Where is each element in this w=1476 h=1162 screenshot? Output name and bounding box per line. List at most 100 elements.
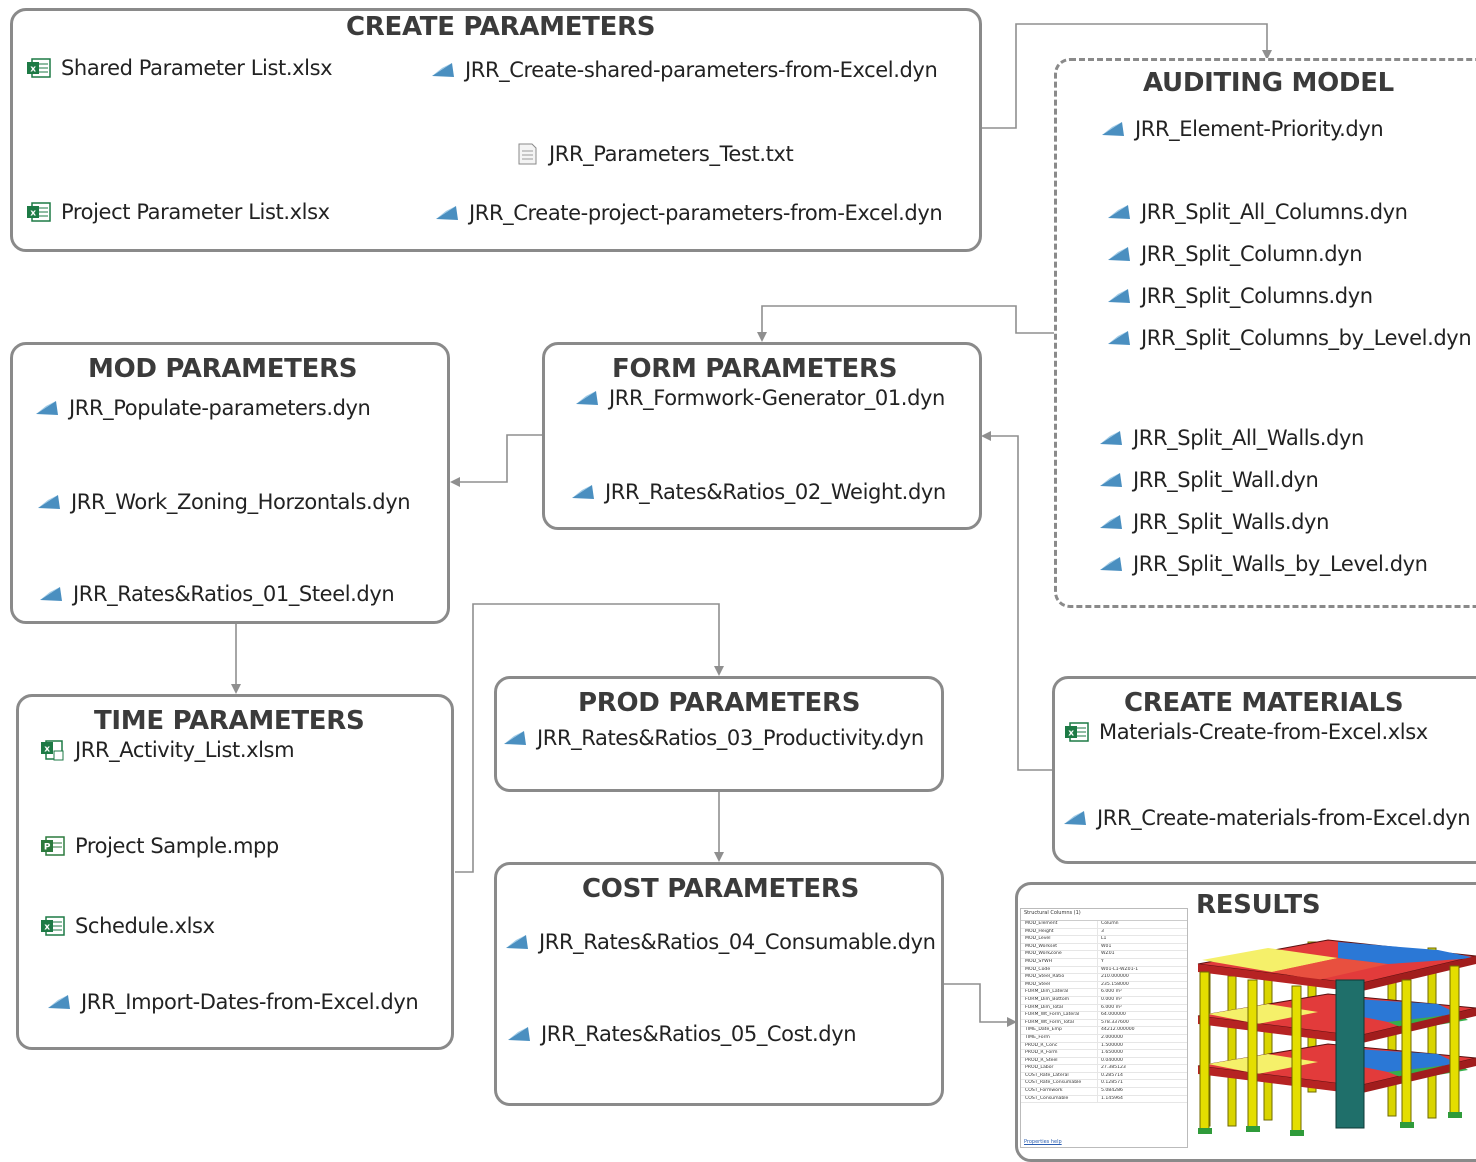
file-work-zoning-horzontals-dyn[interactable]: JRR_Work_Zoning_Horzontals.dyn <box>36 490 411 514</box>
property-value: 1.145964 <box>1101 1095 1123 1101</box>
file-label: JRR_Parameters_Test.txt <box>549 142 794 166</box>
svg-text:x: x <box>30 65 36 75</box>
property-name: FORM_Wt_Form_Total <box>1021 1019 1098 1027</box>
property-name: MOD_Workset <box>1021 943 1098 951</box>
file-rates-ratios-02-weight-dyn[interactable]: JRR_Rates&Ratios_02_Weight.dyn <box>570 480 946 504</box>
file-shared-parameter-list[interactable]: x Shared Parameter List.xlsx <box>26 56 333 80</box>
file-materials-create-xlsx[interactable]: x Materials-Create-from-Excel.xlsx <box>1064 720 1428 744</box>
dynamo-file-icon <box>34 397 60 419</box>
property-value: W01 <box>1101 943 1112 949</box>
file-formwork-generator-dyn[interactable]: JRR_Formwork-Generator_01.dyn <box>574 386 945 410</box>
excel-file-icon: x <box>1064 721 1090 743</box>
file-element-priority-dyn[interactable]: JRR_Element-Priority.dyn <box>1100 117 1384 141</box>
file-split-all-columns-dyn[interactable]: JRR_Split_All_Columns.dyn <box>1106 200 1408 224</box>
property-value: 27.385123 <box>1101 1065 1126 1071</box>
arrow-cost-to-results <box>944 983 1017 1027</box>
properties-table-header: Structural Columns (1) <box>1021 909 1187 921</box>
auditing-model-title: AUDITING MODEL <box>1143 68 1394 98</box>
file-label: JRR_Rates&Ratios_04_Consumable.dyn <box>539 930 936 954</box>
file-split-all-walls-dyn[interactable]: JRR_Split_All_Walls.dyn <box>1098 426 1364 450</box>
property-value: 64.000000 <box>1101 1012 1126 1018</box>
property-value: 1.500000 <box>1101 1042 1123 1048</box>
file-label: JRR_Split_Columns.dyn <box>1141 284 1373 308</box>
file-create-materials-dyn[interactable]: JRR_Create-materials-from-Excel.dyn <box>1062 806 1471 830</box>
dynamo-file-icon <box>1106 201 1132 223</box>
dynamo-file-icon <box>504 931 530 953</box>
property-value: W01-L1-WZ01-1 <box>1101 966 1139 972</box>
file-split-column-dyn[interactable]: JRR_Split_Column.dyn <box>1106 242 1363 266</box>
dynamo-file-icon <box>1100 118 1126 140</box>
file-activity-list-xlsm[interactable]: x JRR_Activity_List.xlsm <box>40 738 295 762</box>
property-name: COST_Formwork <box>1021 1088 1098 1095</box>
property-value: 6.000 m² <box>1101 1004 1122 1010</box>
dynamo-file-icon <box>570 481 596 503</box>
file-rates-ratios-01-steel-dyn[interactable]: JRR_Rates&Ratios_01_Steel.dyn <box>38 582 395 606</box>
property-name: MOD_Steel <box>1021 981 1098 989</box>
mod-parameters-box <box>10 342 450 624</box>
property-value: 6.000 m² <box>1101 989 1122 995</box>
file-import-dates-from-excel-dyn[interactable]: JRR_Import-Dates-from-Excel.dyn <box>46 990 419 1014</box>
text-file-icon <box>514 143 540 165</box>
file-populate-parameters-dyn[interactable]: JRR_Populate-parameters.dyn <box>34 396 371 420</box>
file-label: JRR_Split_Wall.dyn <box>1133 468 1319 492</box>
svg-text:x: x <box>44 745 50 755</box>
file-split-walls-by-level-dyn[interactable]: JRR_Split_Walls_by_Level.dyn <box>1098 552 1428 576</box>
file-project-parameter-list[interactable]: x Project Parameter List.xlsx <box>26 200 330 224</box>
file-rates-ratios-05-cost-dyn[interactable]: JRR_Rates&Ratios_05_Cost.dyn <box>506 1022 857 1046</box>
file-label: JRR_Work_Zoning_Horzontals.dyn <box>71 490 411 514</box>
property-name: PROD_Labor <box>1021 1065 1098 1072</box>
property-name: FORM_Wt_Form_Lateral <box>1021 1012 1098 1019</box>
dynamo-file-icon <box>1098 553 1124 575</box>
svg-text:x: x <box>44 923 50 933</box>
file-create-shared-parameters-dyn[interactable]: JRR_Create-shared-parameters-from-Excel.… <box>430 58 938 82</box>
arrow-form-to-mod <box>450 434 543 487</box>
property-value: L1 <box>1101 936 1107 942</box>
create-parameters-title: CREATE PARAMETERS <box>346 12 656 42</box>
dynamo-file-icon <box>36 491 62 513</box>
file-label: Shared Parameter List.xlsx <box>61 56 333 80</box>
file-label: JRR_Split_Columns_by_Level.dyn <box>1141 326 1472 350</box>
file-label: JRR_Create-shared-parameters-from-Excel.… <box>465 58 938 82</box>
file-label: JRR_Split_Walls_by_Level.dyn <box>1133 552 1428 576</box>
file-label: JRR_Create-materials-from-Excel.dyn <box>1097 806 1471 830</box>
file-label: JRR_Rates&Ratios_05_Cost.dyn <box>541 1022 857 1046</box>
form-parameters-box <box>542 342 982 530</box>
property-value: 44212.000000 <box>1101 1027 1135 1033</box>
excel-file-icon: x <box>26 57 52 79</box>
property-name: MOD_WorkZone <box>1021 951 1098 958</box>
file-split-walls-dyn[interactable]: JRR_Split_Walls.dyn <box>1098 510 1329 534</box>
file-rates-ratios-04-consumable-dyn[interactable]: JRR_Rates&Ratios_04_Consumable.dyn <box>504 930 936 954</box>
property-name: FORM_Dim_Lateral <box>1021 989 1098 996</box>
form-parameters-title: FORM PARAMETERS <box>612 354 898 384</box>
property-name: MOD_Steel_Ratio <box>1021 974 1098 981</box>
dynamo-file-icon <box>506 1023 532 1045</box>
time-parameters-box <box>16 694 454 1050</box>
results-title: RESULTS <box>1196 890 1321 920</box>
property-name: MOD_Height <box>1021 928 1098 936</box>
file-create-project-parameters-dyn[interactable]: JRR_Create-project-parameters-from-Excel… <box>434 201 943 225</box>
file-schedule-xlsx[interactable]: x Schedule.xlsx <box>40 914 215 938</box>
file-project-sample-mpp[interactable]: P Project Sample.mpp <box>40 834 279 858</box>
file-split-columns-dyn[interactable]: JRR_Split_Columns.dyn <box>1106 284 1373 308</box>
dynamo-file-icon <box>1098 427 1124 449</box>
property-value: 0.000 m² <box>1101 996 1122 1002</box>
file-split-columns-by-level-dyn[interactable]: JRR_Split_Columns_by_Level.dyn <box>1106 326 1472 350</box>
file-split-wall-dyn[interactable]: JRR_Split_Wall.dyn <box>1098 468 1319 492</box>
file-parameters-test-txt[interactable]: JRR_Parameters_Test.txt <box>514 142 794 166</box>
properties-help-link[interactable]: Properties help <box>1024 1139 1062 1145</box>
create-materials-title: CREATE MATERIALS <box>1124 688 1404 718</box>
file-rates-ratios-03-productivity-dyn[interactable]: JRR_Rates&Ratios_03_Productivity.dyn <box>502 726 924 750</box>
property-name: COST_Rate_Consumable <box>1021 1080 1098 1088</box>
file-label: Project Sample.mpp <box>75 834 279 858</box>
arrow-auditing-to-form <box>757 305 1054 342</box>
